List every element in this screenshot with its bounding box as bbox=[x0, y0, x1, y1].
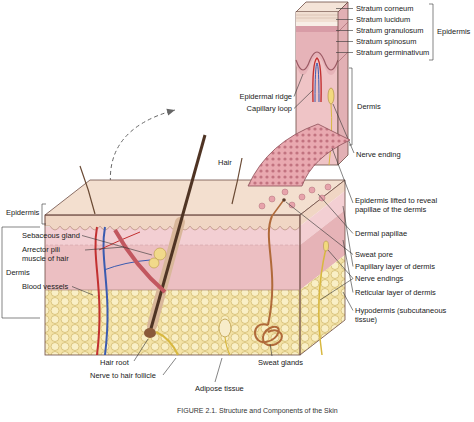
sweat-gland-coil bbox=[255, 324, 282, 345]
arrow-head bbox=[166, 109, 175, 116]
main-leaders bbox=[2, 148, 353, 382]
bracket bbox=[429, 4, 433, 60]
hair bbox=[232, 158, 242, 204]
inset-corneum-line bbox=[296, 18, 338, 19]
leader-line bbox=[85, 247, 124, 250]
leader-line bbox=[332, 148, 353, 203]
part-label: Nerve endings bbox=[355, 274, 403, 283]
pacinian-corpuscle bbox=[219, 319, 231, 337]
leader-line bbox=[163, 358, 176, 375]
side-outline bbox=[300, 180, 345, 355]
inset-granulosum bbox=[296, 26, 338, 32]
part-label: Adipose tissue bbox=[195, 384, 244, 393]
part-label: Epidermis bbox=[437, 27, 470, 36]
hair bbox=[80, 166, 95, 214]
capillary-blue bbox=[315, 63, 319, 102]
hair-shaft bbox=[150, 135, 205, 332]
nerve bbox=[225, 337, 230, 355]
bracket bbox=[349, 68, 352, 145]
sebaceous-gland bbox=[149, 258, 159, 268]
leader-line bbox=[294, 90, 313, 109]
leader-line bbox=[286, 202, 353, 255]
sweat-duct bbox=[268, 216, 272, 325]
part-label: Nerve to hair follicle bbox=[90, 371, 156, 380]
part-label: Stratum germinativum bbox=[356, 48, 429, 57]
part-label: Stratum spinosum bbox=[356, 37, 416, 46]
bracket bbox=[42, 204, 46, 224]
papilla bbox=[325, 184, 331, 190]
part-label: Stratum lucidum bbox=[356, 15, 410, 24]
part-label: Stratum granulosum bbox=[356, 26, 424, 35]
skin-block bbox=[45, 124, 350, 355]
papilla bbox=[269, 196, 275, 202]
part-label: Dermal papillae bbox=[355, 229, 407, 238]
inset-corneum bbox=[296, 12, 338, 22]
part-label: Dermis bbox=[6, 268, 30, 277]
leader-line bbox=[320, 279, 353, 301]
nerve bbox=[319, 248, 326, 355]
leader-line bbox=[215, 358, 222, 382]
part-label: Epidermis bbox=[6, 208, 39, 217]
inset-spinosum bbox=[296, 32, 338, 75]
papilla bbox=[299, 194, 305, 200]
part-label: Papillary layer of dermis bbox=[355, 262, 435, 271]
epidermis-layer bbox=[45, 215, 300, 230]
part-label: Hair bbox=[218, 158, 232, 167]
leader-line bbox=[270, 344, 272, 356]
part-label: Sebaceous gland bbox=[22, 231, 80, 240]
inset-lucidum bbox=[296, 22, 338, 26]
leader-line bbox=[294, 74, 303, 97]
part-label: Capillary loop bbox=[228, 104, 292, 113]
leader-line bbox=[336, 52, 353, 53]
hair-bulb bbox=[144, 328, 156, 338]
nerve bbox=[156, 332, 178, 355]
part-label: Stratum corneum bbox=[356, 4, 414, 13]
capillary-red bbox=[313, 58, 321, 102]
part-label: Nerve ending bbox=[356, 150, 401, 159]
papilla bbox=[259, 203, 265, 209]
part-label: Epidermal ridge bbox=[228, 92, 292, 101]
hypodermis bbox=[45, 290, 300, 355]
part-label: Sweat pore bbox=[355, 250, 393, 259]
leader-line bbox=[343, 292, 353, 311]
leader-line bbox=[343, 240, 353, 293]
part-label: Epidermis lifted to reveal papillae of t… bbox=[355, 196, 455, 214]
nerve-ending bbox=[328, 88, 334, 104]
leader-line bbox=[336, 30, 353, 31]
arrector-pili bbox=[115, 230, 165, 292]
papilla bbox=[282, 189, 288, 195]
layer-line bbox=[45, 290, 300, 291]
nerve-ending bbox=[324, 241, 329, 251]
leader-line bbox=[343, 206, 353, 267]
papilla bbox=[309, 187, 315, 193]
leader-line bbox=[82, 236, 152, 256]
part-label: Reticular layer of dermis bbox=[355, 288, 436, 297]
part-label: Hypodermis (subcutaneous tissue) bbox=[355, 306, 470, 324]
part-label: Dermis bbox=[357, 102, 381, 111]
leader-line bbox=[336, 8, 353, 9]
leader-line bbox=[318, 194, 353, 234]
part-label: Hair root bbox=[100, 358, 129, 367]
figure-caption: FIGURE 2.1. Structure and Components of … bbox=[177, 406, 338, 415]
part-label: Arrector pili muscle of hair bbox=[22, 245, 82, 263]
part-label: Sweat glands bbox=[258, 358, 303, 367]
leader-line bbox=[72, 287, 93, 296]
inset-germinativum bbox=[296, 52, 338, 70]
leader-line bbox=[336, 41, 353, 42]
sweat-pore bbox=[282, 198, 286, 202]
leader-line bbox=[336, 19, 353, 20]
bracket bbox=[2, 227, 40, 318]
front-outline bbox=[45, 215, 300, 355]
part-label: Blood vessels bbox=[22, 282, 68, 291]
artery bbox=[95, 227, 99, 355]
inset-corneum-line bbox=[296, 15, 338, 16]
leader-line bbox=[134, 339, 148, 361]
inset-side-layer bbox=[338, 52, 348, 62]
sweat-duct bbox=[272, 201, 283, 216]
